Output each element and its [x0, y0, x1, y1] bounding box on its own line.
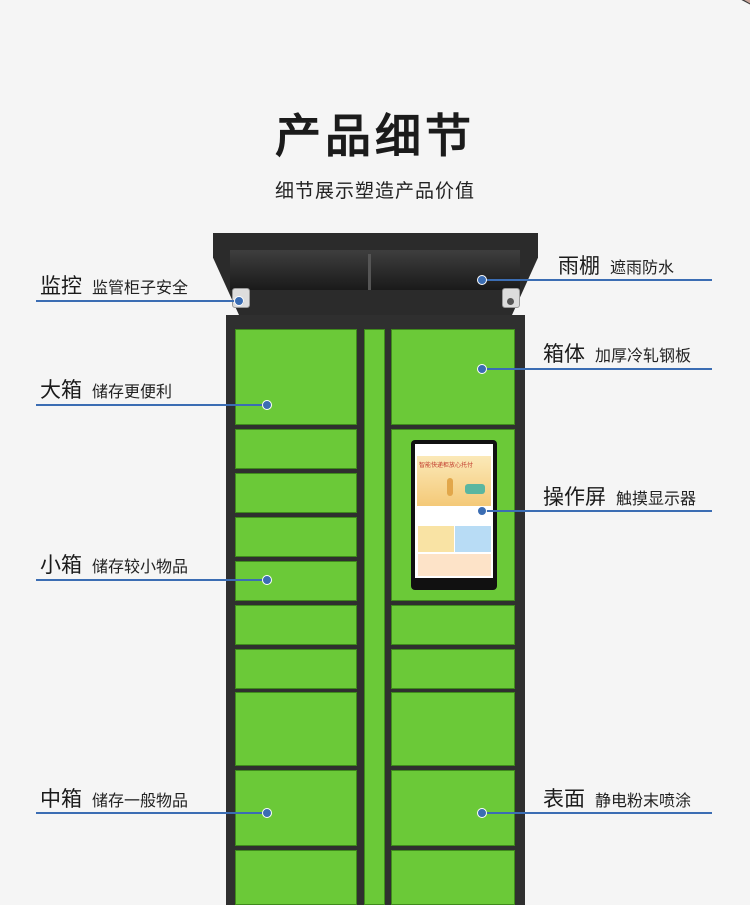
canopy-marker — [477, 275, 487, 285]
annotation-head: 监控 — [40, 274, 82, 298]
canopy-underside — [230, 250, 520, 290]
annotation-desc: 储存更便利 — [92, 382, 173, 401]
locker-door — [235, 429, 357, 469]
annotation-body: 箱体加厚冷轧钢板 — [543, 338, 691, 368]
large-box-door — [235, 329, 357, 425]
screen-banner — [417, 456, 491, 506]
surface-door — [391, 770, 515, 846]
locker-door — [235, 692, 357, 766]
locker-door — [235, 649, 357, 689]
locker-door — [391, 692, 515, 766]
annotation-head: 雨棚 — [558, 254, 600, 278]
locker-door — [235, 517, 357, 557]
medium-box-marker — [262, 808, 272, 818]
annotation-head: 大箱 — [40, 378, 82, 402]
annotation-touch-screen: 操作屏触摸显示器 — [543, 481, 696, 511]
surface-marker — [477, 808, 487, 818]
annotation-monitor: 监控监管柜子安全 — [40, 270, 188, 300]
large-box-leader-line — [36, 404, 268, 406]
locker-door — [391, 850, 515, 905]
camera-right-icon — [502, 288, 520, 308]
small-box-door — [235, 561, 357, 601]
medium-box-leader-line — [36, 812, 268, 814]
small-box-marker — [262, 575, 272, 585]
monitor-leader-line — [36, 300, 238, 302]
annotation-desc: 静电粉末喷涂 — [595, 791, 692, 810]
screen-banner-text: 智能快递柜放心托付 — [419, 462, 474, 469]
annotation-head: 箱体 — [543, 342, 585, 366]
screen-tile — [418, 526, 454, 552]
annotation-large-box: 大箱储存更便利 — [40, 374, 172, 404]
page-title: 产品细节 — [275, 109, 475, 163]
annotation-head: 中箱 — [40, 787, 82, 811]
touch-screen-marker — [477, 506, 487, 516]
annotation-medium-box: 中箱储存一般物品 — [40, 783, 188, 813]
large-box-marker — [262, 400, 272, 410]
narrow-door — [364, 329, 385, 905]
medium-box-door — [235, 770, 357, 846]
annotation-head: 操作屏 — [543, 485, 606, 509]
annotation-head: 表面 — [543, 787, 585, 811]
screen-tile — [418, 554, 491, 576]
annotation-desc: 加厚冷轧钢板 — [595, 346, 692, 365]
annotation-desc: 遮雨防水 — [610, 258, 675, 277]
touch-screen: 智能快递柜放心托付 — [415, 444, 493, 578]
small-box-leader-line — [36, 579, 268, 581]
locker-door — [235, 473, 357, 513]
screen-tile — [455, 526, 491, 552]
canopy-post — [368, 254, 371, 290]
locker-door — [391, 649, 515, 689]
page-subtitle: 细节展示塑造产品价值 — [274, 180, 475, 202]
locker-door — [391, 605, 515, 645]
annotation-canopy: 雨棚遮雨防水 — [558, 250, 674, 280]
touch-screen-leader-line — [482, 510, 712, 512]
annotation-head: 小箱 — [40, 553, 82, 577]
body-leader-line — [482, 368, 712, 370]
annotation-desc: 储存较小物品 — [92, 557, 189, 576]
sofa-icon — [465, 484, 485, 494]
body-marker — [477, 364, 487, 374]
body-door — [391, 329, 515, 425]
annotation-desc: 触摸显示器 — [616, 489, 697, 508]
monitor-marker — [234, 296, 244, 306]
annotation-surface: 表面静电粉末喷涂 — [543, 783, 691, 813]
surface-leader-line — [482, 812, 712, 814]
canopy-leader-line — [482, 279, 712, 281]
annotation-desc: 储存一般物品 — [92, 791, 189, 810]
locker-door — [235, 605, 357, 645]
annotation-desc: 监管柜子安全 — [92, 278, 189, 297]
locker-door — [235, 850, 357, 905]
annotation-small-box: 小箱储存较小物品 — [40, 549, 188, 579]
person-figure-icon — [447, 478, 453, 496]
